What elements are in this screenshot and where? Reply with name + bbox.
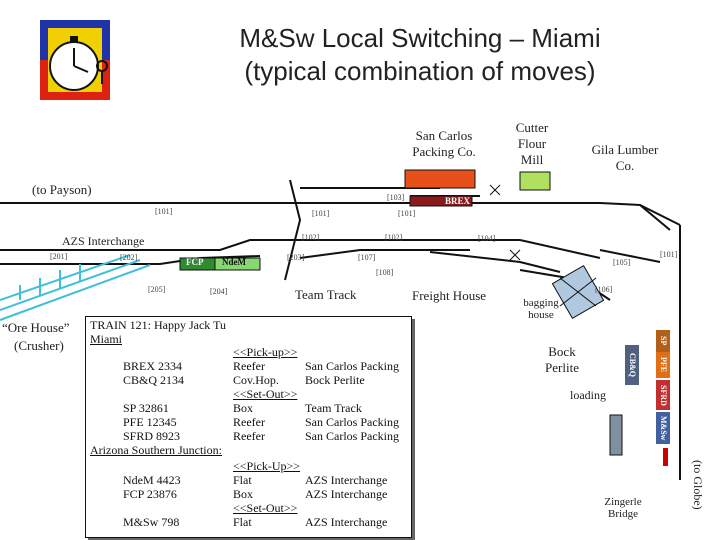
train-switch-list: [85, 316, 412, 538]
track-number-101b: [101]: [312, 209, 330, 218]
freight-house-label: Freight House: [412, 288, 487, 303]
setout-type-2: Reefer: [233, 415, 265, 429]
track-107: [299, 249, 470, 259]
setout-car-2: PFE 12345: [123, 415, 177, 429]
setout-dest-1: Team Track: [305, 401, 362, 415]
brex-car-label: BREX: [445, 196, 471, 206]
msw-car: M&Sw: [656, 412, 670, 444]
track-number-105: [105]: [613, 258, 631, 267]
track-number-101d: [101]: [660, 250, 678, 259]
to-payson-label: (to Payson): [32, 182, 92, 197]
cutter-mill-building: [519, 171, 551, 191]
team-track-leg: [284, 179, 302, 281]
setout-label-miami: <<Set-Out>>: [233, 387, 298, 401]
setout-type-1: Box: [233, 401, 254, 415]
pickup-type-1: Reefer: [233, 359, 265, 373]
to-globe-label: (to Globe): [691, 460, 705, 510]
junction-heading: Arizona Southern Junction:: [90, 443, 222, 457]
ore-house-label: “Ore House”: [2, 320, 70, 335]
sfrd-car: SFRD: [656, 380, 670, 410]
pickup-dest-2: Bock Perlite: [305, 373, 365, 387]
zingerle-bridge-label: Zingerle Bridge: [604, 496, 642, 520]
junction-setout-type-1: Flat: [233, 515, 252, 529]
track-number-102b: [102]: [385, 233, 403, 242]
ore-house-spurs: [0, 254, 151, 321]
pickup-label-miami: <<Pick-up>>: [233, 345, 298, 359]
title-line-2: (typical combination of moves): [244, 56, 596, 86]
setout-label-junction: <<Set-Out>>: [233, 501, 298, 515]
location-miami: Miami: [90, 332, 122, 346]
setout-type-3: Reefer: [233, 429, 265, 443]
brex-car: [409, 195, 473, 207]
track-104: [519, 239, 601, 259]
track-number-203: [203]: [287, 253, 305, 262]
pickup-car-1: BREX 2334: [123, 359, 183, 373]
junction-setout-car-1: M&Sw 798: [123, 515, 180, 529]
junction-pickup-dest-1: AZS Interchange: [305, 473, 388, 487]
setout-dest-2: San Carlos Packing: [305, 415, 399, 429]
track-102: [0, 239, 520, 251]
track-number-103: [103]: [387, 193, 405, 202]
pfe-car: PFE: [656, 352, 670, 378]
san-carlos-label: San Carlos Packing Co.: [412, 128, 476, 159]
track-number-102a: [102]: [302, 233, 320, 242]
track-number-107: [107]: [358, 253, 376, 262]
slide-title: M&Sw Local Switching – Miami (typical co…: [120, 22, 720, 88]
track-number-106: [106]: [595, 285, 613, 294]
track-105: [599, 249, 661, 263]
pickup-dest-1: San Carlos Packing: [305, 359, 399, 373]
pickup-car-2: CB&Q 2134: [123, 373, 185, 387]
team-track-label: Team Track: [295, 287, 357, 302]
setout-car-3: SFRD 8923: [123, 429, 181, 443]
track-number-205: [205]: [148, 285, 166, 294]
junction-pickup-car-1: NdeM 4423: [123, 473, 181, 487]
track-number-101a: [101]: [155, 207, 173, 216]
sp-car: SP: [656, 330, 670, 352]
track-number-204: [204]: [210, 287, 228, 296]
loader-structure: [609, 414, 623, 456]
track-108: [429, 251, 561, 273]
railroad-logo: [40, 20, 110, 100]
pickup-label-junction: <<Pick-Up>>: [233, 459, 301, 473]
setout-car-1: SP 32861: [123, 401, 169, 415]
train-heading: TRAIN 121: Happy Jack Tu: [90, 318, 227, 332]
bagging-house: [551, 264, 605, 320]
pickup-type-2: Cov.Hop.: [233, 373, 279, 387]
azs-interchange-label: AZS Interchange: [62, 234, 145, 248]
track-number-101c: [101]: [398, 209, 416, 218]
track-number-104: [104]: [478, 234, 496, 243]
title-line-1: M&Sw Local Switching – Miami: [239, 23, 601, 53]
track-number-202: [202]: [120, 253, 138, 262]
bock-perlite-label: Bock Perlite: [545, 344, 579, 375]
junction-pickup-type-2: Box: [233, 487, 254, 501]
mainline-connector: [639, 204, 671, 231]
ndem-car-label: NdeM: [222, 257, 246, 267]
switch-marks: [489, 184, 521, 261]
san-carlos-building: [404, 169, 476, 189]
junction-setout-dest-1: AZS Interchange: [305, 515, 388, 529]
cutter-flour-label: Cutter Flour Mill: [515, 120, 549, 167]
gila-lumber-label: Gila Lumber Co.: [591, 142, 659, 173]
loading-label: loading: [570, 388, 606, 402]
track-number-201: [201]: [50, 252, 68, 261]
bagging-house-label: bagging house: [523, 297, 559, 321]
cbq-car: CB&Q: [625, 345, 639, 385]
junction-pickup-car-2: FCP 23876: [123, 487, 177, 501]
junction-pickup-type-1: Flat: [233, 473, 252, 487]
ndem-car: [214, 257, 261, 271]
junction-pickup-dest-2: AZS Interchange: [305, 487, 388, 501]
crusher-label: (Crusher): [14, 338, 64, 353]
setout-dest-3: San Carlos Packing: [305, 429, 399, 443]
fcp-car-label: FCP: [186, 257, 204, 267]
signal: [663, 448, 668, 466]
track-number-108: [108]: [376, 268, 394, 277]
